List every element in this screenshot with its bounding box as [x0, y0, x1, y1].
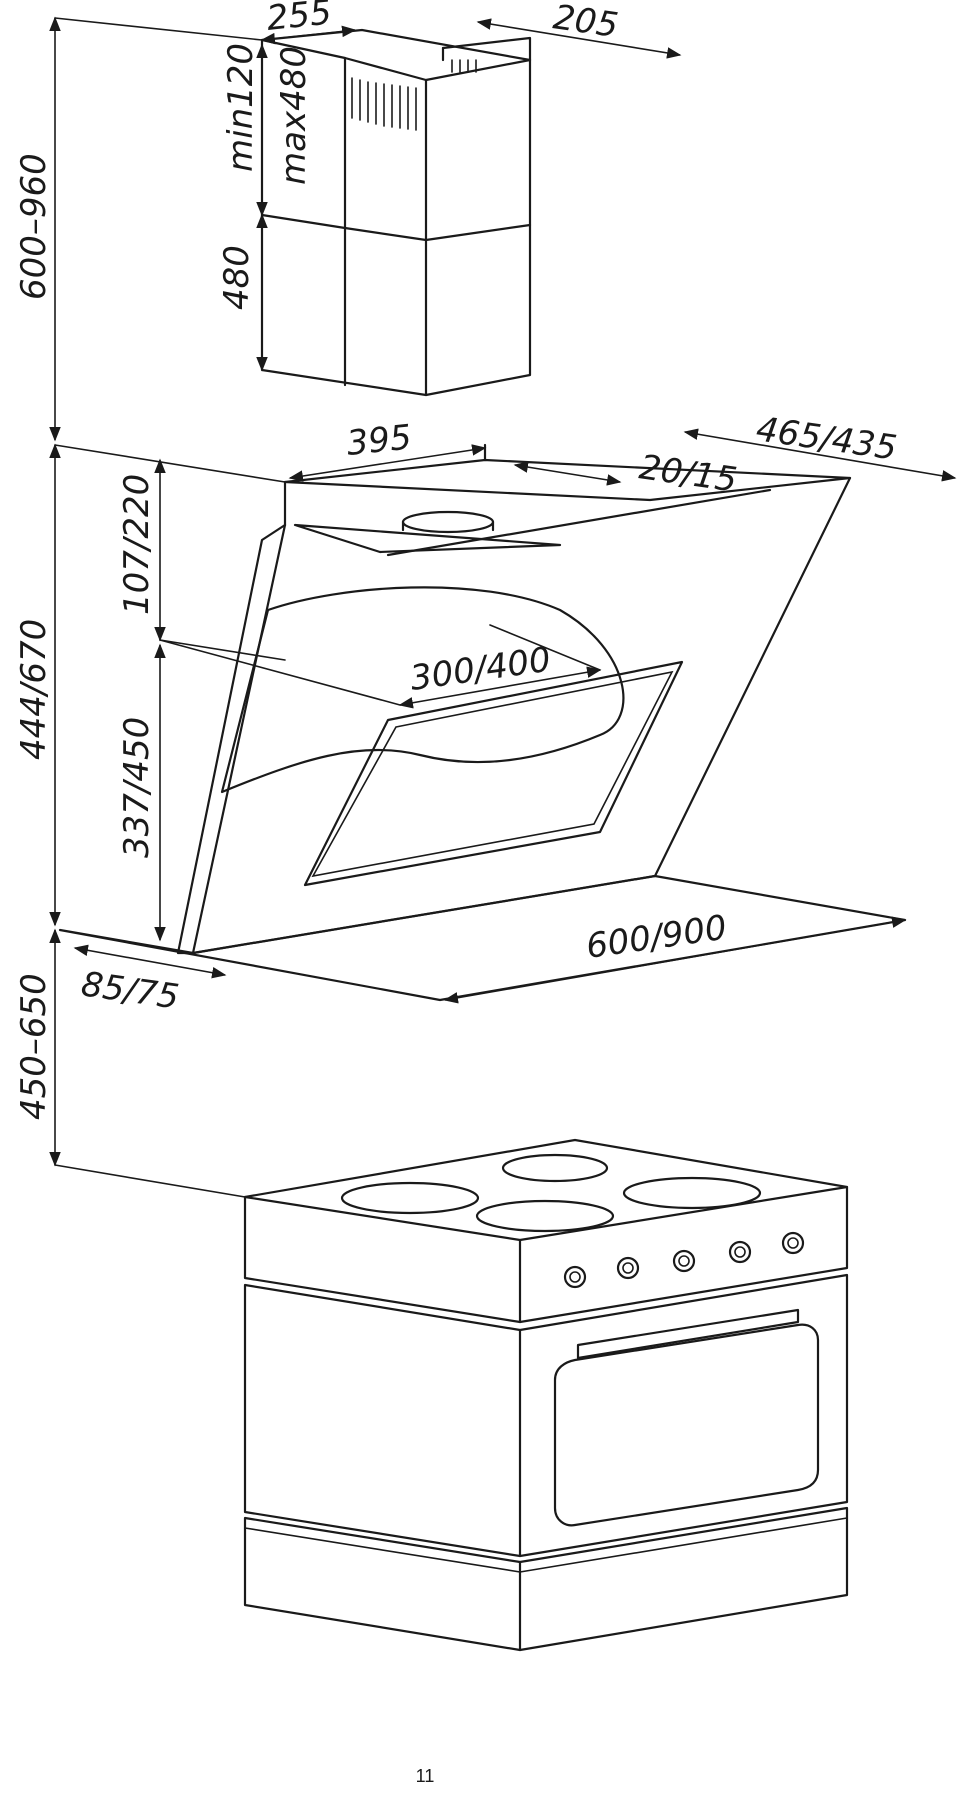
dim-chimney-max: max480 [274, 46, 314, 185]
dim-hood-top-width: 395 [345, 417, 414, 464]
dim-glass-panel: 300/400 [408, 640, 553, 699]
cooker [243, 1138, 849, 1652]
dimension-labels: 255 205 min120 max480 480 600–960 395 46… [14, 0, 899, 1120]
dim-mounting-height: 450–650 [14, 973, 54, 1120]
dim-chimney-depth: 205 [551, 0, 621, 46]
dim-hood-height: 444/670 [14, 619, 54, 760]
page-number: 11 [415, 1766, 435, 1786]
dim-chimney-min: min120 [221, 43, 261, 172]
dim-hood-bottom-depth: 85/75 [79, 964, 182, 1017]
dim-glass-upper: 107/220 [117, 474, 157, 615]
knobs [563, 1231, 805, 1289]
burner-back-left-icon [501, 1153, 609, 1183]
dim-total-chimney-height: 600–960 [14, 153, 54, 300]
dim-glass-lower: 337/450 [117, 717, 157, 858]
oven-handle [576, 1308, 800, 1360]
vent-slots [351, 59, 477, 131]
burner-front-left-icon [340, 1181, 480, 1215]
dim-chimney-fixed: 480 [217, 245, 257, 310]
oven-window [553, 1323, 820, 1527]
dim-hood-width: 600/900 [584, 908, 729, 967]
hood [58, 443, 907, 1002]
dim-chimney-width: 255 [265, 0, 334, 39]
dim-hood-depth: 465/435 [754, 409, 899, 468]
dim-outlet-offset: 20/15 [637, 447, 740, 500]
burner-front-right-icon [475, 1199, 615, 1233]
burner-back-right-icon [622, 1176, 762, 1210]
dimension-lines [49, 16, 957, 1198]
